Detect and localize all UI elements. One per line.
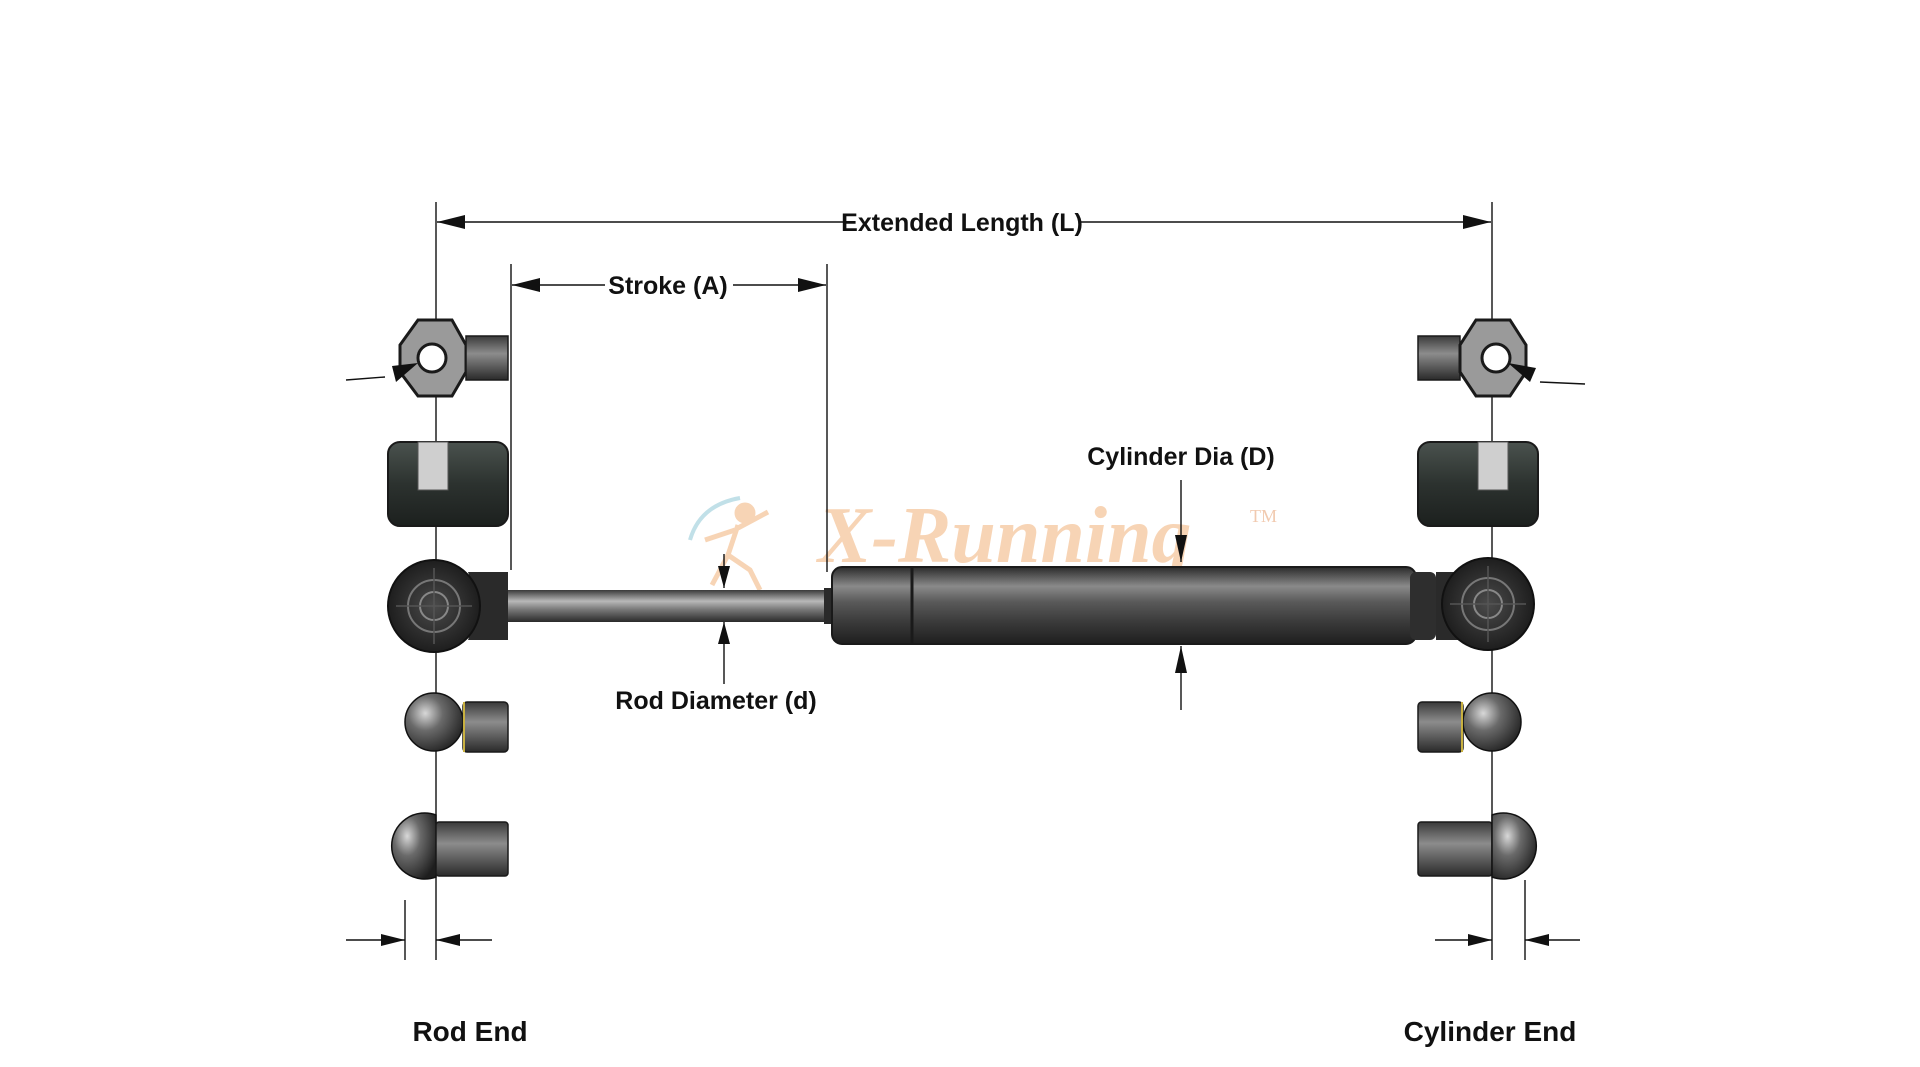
ball-socket-small-fitting (1417, 692, 1522, 753)
cylinder-dia-label: Cylinder Dia (D) (1087, 443, 1275, 471)
cylinder-tube (831, 566, 1417, 645)
cylinder-end-fittings: Cylinder End (1404, 318, 1586, 1047)
gas-spring-body (508, 566, 1436, 645)
cylinder-end-offset-dimension (1435, 934, 1580, 946)
rod-end-label: Rod End (412, 1016, 527, 1047)
arrow-right-icon (381, 934, 405, 946)
arrow-down-icon (1175, 535, 1187, 562)
pointer-arrow-icon (1508, 363, 1536, 382)
arrow-right-icon (1468, 934, 1492, 946)
arrow-left-icon (437, 215, 465, 229)
watermark: X-Running TM (688, 492, 1277, 592)
stroke-dimension: Stroke (A) (512, 272, 826, 300)
arrow-right-icon (798, 278, 826, 292)
piston-rod (508, 590, 834, 622)
arrow-right-icon (1463, 215, 1491, 229)
clevis-fitting (387, 441, 509, 527)
arrow-up-icon (718, 622, 730, 644)
rod-diameter-dimension: Rod Diameter (d) (615, 566, 817, 715)
watermark-tm: TM (1250, 506, 1277, 526)
cylinder-end-label: Cylinder End (1404, 1016, 1577, 1047)
extended-length-label: Extended Length (L) (841, 209, 1083, 237)
arrow-left-icon (512, 278, 540, 292)
ball-socket-large-fitting (391, 812, 509, 880)
rod-eye-fitting (1436, 557, 1535, 651)
runner-logo-icon (688, 496, 770, 592)
ball-socket-small-fitting (404, 692, 509, 753)
eyelet-fitting (1417, 318, 1586, 398)
arrow-left-icon (436, 934, 460, 946)
arrow-up-icon (1175, 646, 1187, 673)
eyelet-fitting (345, 318, 509, 398)
extended-length-dimension: Extended Length (L) (437, 209, 1491, 237)
ball-socket-large-fitting (1417, 812, 1537, 880)
rod-seal-ring (824, 588, 834, 624)
pointer-arrow-icon (392, 363, 418, 382)
rod-end-fittings: Rod End (345, 318, 528, 1047)
arrow-down-icon (718, 566, 730, 588)
rod-eye-fitting (387, 559, 508, 653)
arrow-left-icon (1525, 934, 1549, 946)
stroke-label: Stroke (A) (608, 272, 727, 300)
rod-end-offset-dimension (346, 934, 492, 946)
cylinder-dia-dimension: Cylinder Dia (D) (1087, 443, 1275, 673)
clevis-fitting (1417, 441, 1539, 527)
rod-diameter-label: Rod Diameter (d) (615, 687, 816, 715)
watermark-brand: X-Running (815, 492, 1192, 580)
